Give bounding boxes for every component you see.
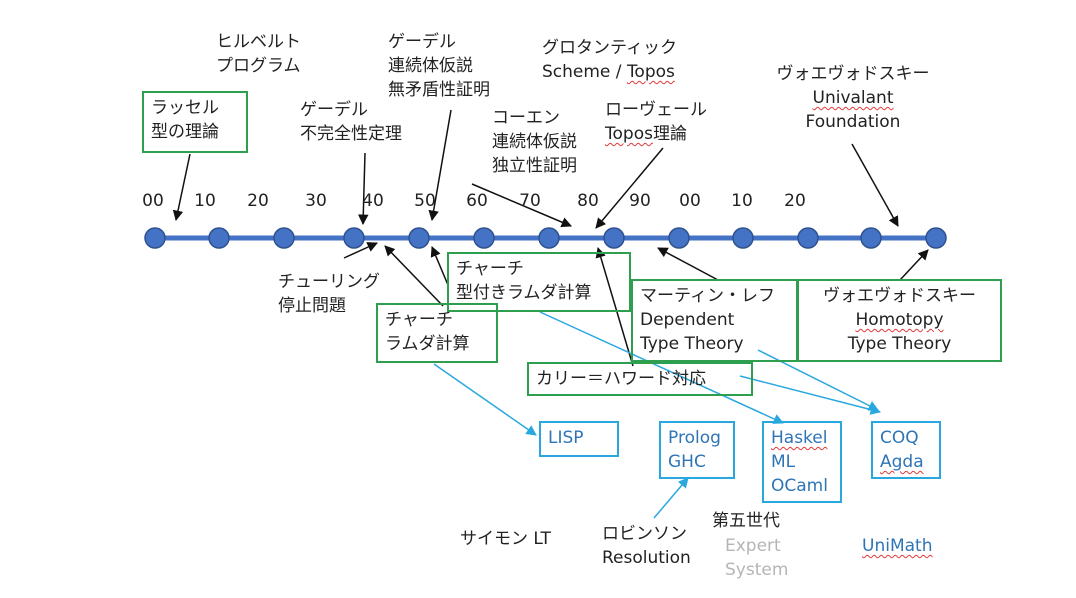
voevodsky-uf-line-1: ヴォエヴォドスキー <box>776 64 930 84</box>
box-voevodsky-hott: ヴォエヴォドスキー Homotopy Type Theory <box>797 279 1002 362</box>
arrow-curry-howard <box>595 246 634 367</box>
tick-label-12: 20 <box>784 191 806 211</box>
timeline-node-4 <box>408 227 430 249</box>
timeline-node-1 <box>208 227 230 249</box>
timeline-node-5 <box>473 227 495 249</box>
arrow-martin-lof <box>657 247 719 281</box>
label-unimath: UniMath <box>862 534 932 558</box>
arrow-curry-coq <box>739 375 882 415</box>
box-prolog: Prolog GHC <box>659 421 735 479</box>
timeline-node-10 <box>797 227 819 249</box>
box-lisp: LISP <box>539 421 619 457</box>
tick-label-5: 50 <box>414 191 436 211</box>
label-hilbert: ヒルベルト プログラム <box>216 32 301 76</box>
haskell-line-1: Haskel <box>771 428 828 448</box>
label-turing: チューリング 停止問題 <box>278 272 380 316</box>
label-grothendieck: グロタンティック Scheme / Topos <box>542 36 677 84</box>
arrow-church-typed-haskell <box>539 311 784 424</box>
groth-line-2a: Scheme / <box>542 62 627 82</box>
tick-label-7: 70 <box>519 191 541 211</box>
arrow-turing <box>343 242 378 259</box>
box-church: チャーチ ラムダ計算 <box>376 303 498 363</box>
tick-label-4: 40 <box>362 191 384 211</box>
arrow-church-typed <box>430 246 449 286</box>
hott-line-3: Type Theory <box>847 334 952 354</box>
label-expert-system: Expert System <box>725 536 789 580</box>
hott-line-2: Homotopy <box>855 310 944 330</box>
timeline-node-2 <box>273 227 295 249</box>
box-curry-howard: カリー＝ハワード対応 <box>527 362 753 396</box>
label-cohen: コーエン 連続体仮説 独立性証明 <box>492 108 577 176</box>
tick-label-10: 00 <box>679 191 701 211</box>
box-coq: COQ Agda <box>871 421 941 479</box>
box-church-typed: チャーチ 型付きラムダ計算 <box>447 252 631 312</box>
tick-label-8: 80 <box>577 191 599 211</box>
tick-label-0: 00 <box>142 191 164 211</box>
arrow-godel-cont <box>428 109 452 222</box>
label-lawvere: ローヴェール Topos理論 <box>605 98 707 146</box>
haskell-line-2: ML <box>771 452 796 472</box>
voevodsky-uf-line-2: Univalant <box>812 88 894 108</box>
unimath-text: UniMath <box>862 536 933 556</box>
arrow-lawvere <box>595 147 664 229</box>
lawvere-line-2b: 理論 <box>652 124 687 144</box>
arrow-voevodsky-hott <box>899 249 929 281</box>
label-robinson: ロビンソン Resolution <box>602 524 691 568</box>
arrow-russell <box>172 153 191 222</box>
haskell-line-3: OCaml <box>771 476 828 496</box>
label-simon: サイモン LT <box>460 529 551 549</box>
timeline-node-0 <box>144 227 166 249</box>
tick-label-11: 10 <box>731 191 753 211</box>
timeline-nodes <box>144 227 947 249</box>
arrow-cohen <box>471 183 572 228</box>
label-godel-incompleteness: ゲーデル 不完全性定理 <box>300 100 402 144</box>
label-voevodsky-uf: ヴォエヴォドスキー Univalant Foundation <box>758 62 948 134</box>
timeline-node-6 <box>538 227 560 249</box>
timeline-node-3 <box>343 227 365 249</box>
hott-line-1: ヴォエヴォドスキー <box>823 286 976 306</box>
timeline-node-8 <box>668 227 690 249</box>
groth-line-2b: Topos <box>626 62 675 82</box>
box-martin-lof: マーティン・レフ Dependent Type Theory <box>631 279 798 362</box>
tick-label-1: 10 <box>194 191 216 211</box>
arrow-church <box>384 245 444 307</box>
tick-label-3: 30 <box>305 191 327 211</box>
lawvere-line-1: ローヴェール <box>605 100 707 120</box>
lawvere-line-2a: Topos <box>605 124 653 144</box>
arrow-robinson-prolog <box>653 477 689 519</box>
tick-label-2: 20 <box>247 191 269 211</box>
groth-line-1: グロタンティック <box>542 38 677 58</box>
coq-line-2: Agda <box>880 452 924 472</box>
box-haskell: Haskel ML OCaml <box>762 421 842 503</box>
coq-line-1: COQ <box>880 428 919 448</box>
box-russell: ラッセル 型の理論 <box>142 91 248 153</box>
arrow-voevodsky-uf <box>851 143 899 227</box>
tick-label-9: 90 <box>629 191 651 211</box>
voevodsky-uf-line-3: Foundation <box>805 112 901 132</box>
timeline-node-12 <box>925 227 947 249</box>
arrow-godel-incomp <box>358 152 369 226</box>
timeline-node-7 <box>603 227 625 249</box>
label-godel-continuum: ゲーデル 連続体仮説 無矛盾性証明 <box>388 32 490 100</box>
label-fifth-generation: 第五世代 <box>712 511 780 531</box>
timeline-node-11 <box>860 227 882 249</box>
tick-label-6: 60 <box>466 191 488 211</box>
timeline-node-9 <box>732 227 754 249</box>
arrow-church-lisp <box>433 363 537 436</box>
